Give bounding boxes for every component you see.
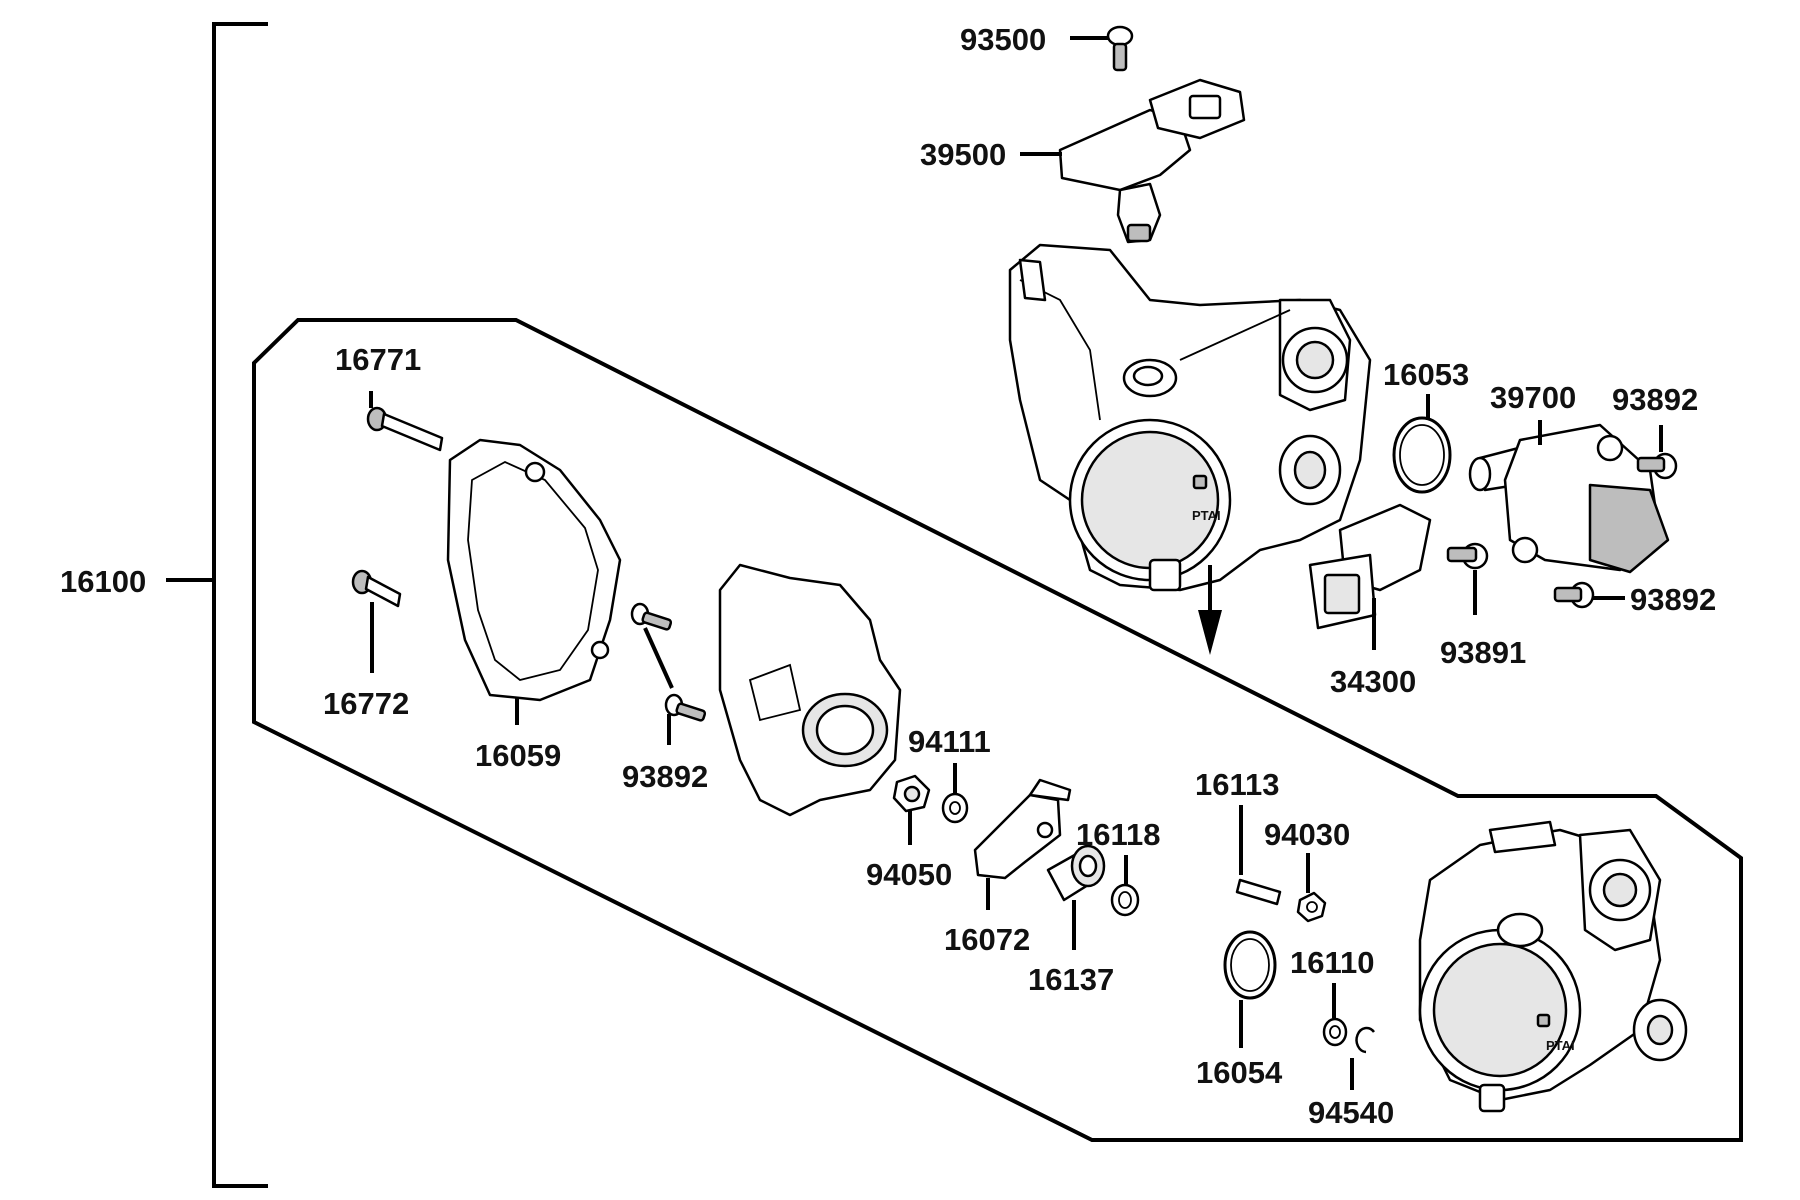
screw-93500 bbox=[1106, 25, 1134, 72]
lever-16072 bbox=[973, 778, 1072, 880]
o-ring-16053 bbox=[1392, 416, 1452, 494]
washer-94111 bbox=[941, 792, 969, 824]
label-16118: 16118 bbox=[1076, 817, 1161, 852]
throttle-body-lower bbox=[1418, 820, 1688, 1113]
label-93892-bottom-right: 93892 bbox=[1630, 582, 1716, 617]
o-ring-16054 bbox=[1223, 930, 1277, 1000]
label-16053: 16053 bbox=[1383, 357, 1469, 392]
leader-lines bbox=[369, 36, 1663, 1090]
throttle-body-upper bbox=[1008, 243, 1372, 592]
label-93892-left: 93892 bbox=[622, 759, 708, 794]
label-39700: 39700 bbox=[1490, 380, 1576, 415]
assembly-bracket bbox=[166, 22, 268, 1188]
bolt-16771 bbox=[366, 406, 444, 452]
screw-93892-left-upper bbox=[630, 602, 673, 631]
label-39500: 39500 bbox=[920, 137, 1006, 172]
label-16110: 16110 bbox=[1290, 945, 1375, 980]
bushing-16137 bbox=[1046, 844, 1106, 902]
label-94111: 94111 bbox=[908, 724, 991, 759]
map-sensor-39500 bbox=[1058, 78, 1246, 244]
label-94030: 94030 bbox=[1264, 817, 1350, 852]
nut-94050 bbox=[892, 774, 931, 813]
washer-16110 bbox=[1322, 1017, 1348, 1047]
part-labels: 93500 39500 16053 39700 93892 93892 9389… bbox=[60, 22, 1716, 1130]
label-34300: 34300 bbox=[1330, 664, 1416, 699]
pin-16113 bbox=[1235, 878, 1282, 906]
throttle-marking-upper: PTAI bbox=[1192, 508, 1221, 523]
label-16772: 16772 bbox=[323, 686, 409, 721]
direction-arrow bbox=[1198, 565, 1222, 655]
label-94050: 94050 bbox=[866, 857, 952, 892]
cover-16059 bbox=[446, 438, 622, 702]
label-93500: 93500 bbox=[960, 22, 1046, 57]
label-16771: 16771 bbox=[335, 342, 421, 377]
screw-93892-right-bottom bbox=[1553, 581, 1595, 609]
screw-93892-right-top bbox=[1636, 452, 1678, 480]
throttle-position-sensor-34300 bbox=[1308, 503, 1432, 630]
seal-16118 bbox=[1110, 883, 1140, 917]
label-16137: 16137 bbox=[1028, 962, 1114, 997]
screw-link-line bbox=[643, 627, 674, 689]
label-93892-top-right: 93892 bbox=[1612, 382, 1698, 417]
label-94540: 94540 bbox=[1308, 1095, 1394, 1130]
label-16100: 16100 bbox=[60, 564, 146, 599]
label-93891: 93891 bbox=[1440, 635, 1526, 670]
label-16072: 16072 bbox=[944, 922, 1030, 957]
idle-air-control-39700 bbox=[1468, 423, 1670, 574]
clip-94540 bbox=[1355, 1026, 1375, 1054]
label-16054: 16054 bbox=[1196, 1055, 1283, 1090]
actuator-housing bbox=[718, 563, 902, 817]
throttle-marking-lower: PTAI bbox=[1546, 1038, 1575, 1053]
bolt-16772 bbox=[351, 569, 402, 608]
nut-94030 bbox=[1296, 891, 1327, 923]
label-16113: 16113 bbox=[1195, 767, 1280, 802]
label-16059: 16059 bbox=[475, 738, 561, 773]
subassembly-frame bbox=[252, 318, 1743, 1142]
screw-93892-left-lower bbox=[664, 693, 707, 722]
screw-93891 bbox=[1446, 542, 1489, 570]
